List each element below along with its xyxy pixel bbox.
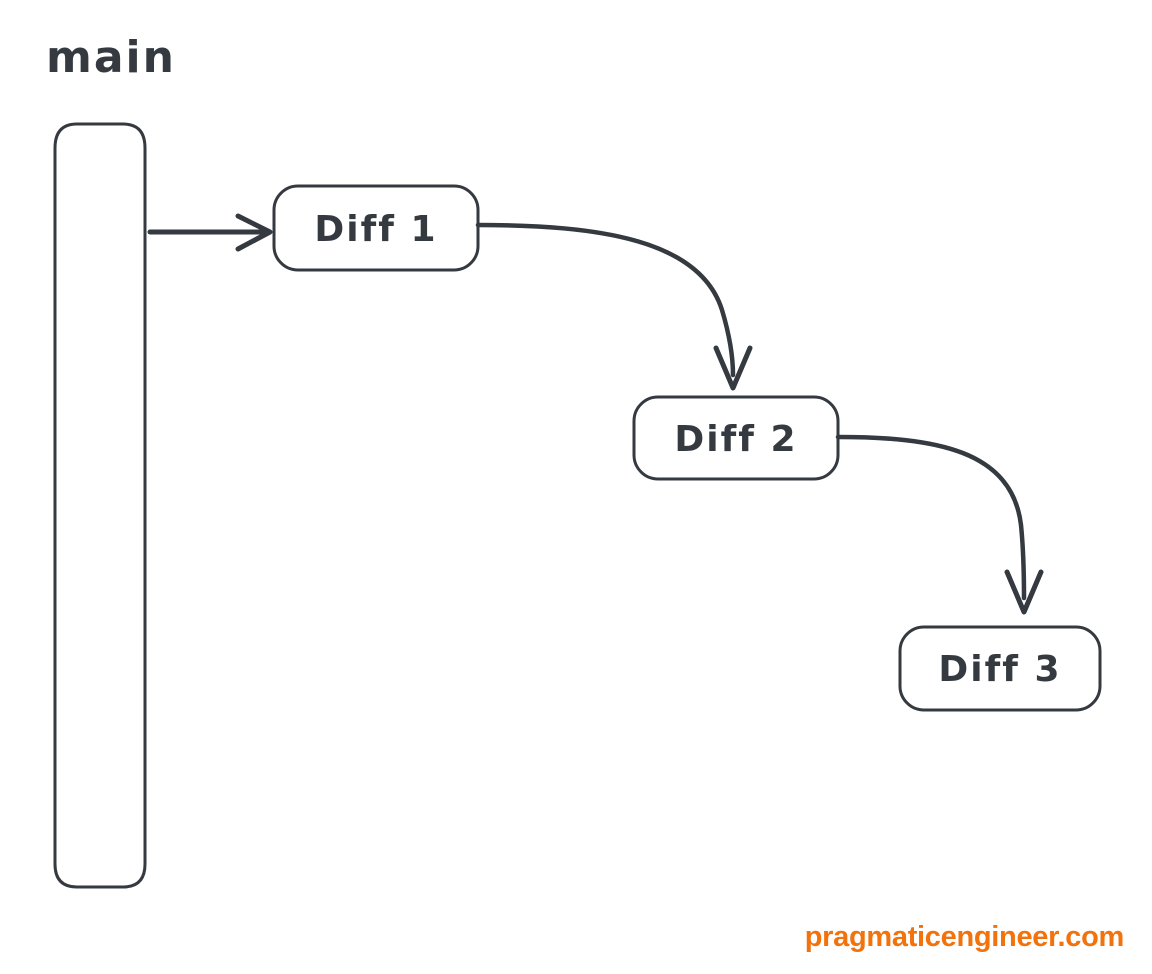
node-diff-1-box[interactable] xyxy=(272,184,480,272)
node-diff-3-label: Diff 3 xyxy=(938,649,1061,690)
main-branch-label: main xyxy=(46,32,176,83)
node-diff-1-label: Diff 1 xyxy=(314,209,437,250)
edge-diff-2-to-diff-3 xyxy=(835,434,1044,615)
main-branch-bar[interactable] xyxy=(53,122,147,889)
watermark-label: pragmaticengineer.com xyxy=(805,921,1124,953)
edge-main-to-diff-1 xyxy=(147,213,273,252)
node-diff-2[interactable]: Diff 2 xyxy=(632,395,840,481)
node-diff-3-box[interactable] xyxy=(898,625,1102,712)
node-diff-1[interactable]: Diff 1 xyxy=(272,184,480,272)
node-diff-3[interactable]: Diff 3 xyxy=(898,625,1102,712)
node-diff-2-label: Diff 2 xyxy=(674,419,797,460)
edge-diff-1-to-diff-2 xyxy=(475,222,753,391)
